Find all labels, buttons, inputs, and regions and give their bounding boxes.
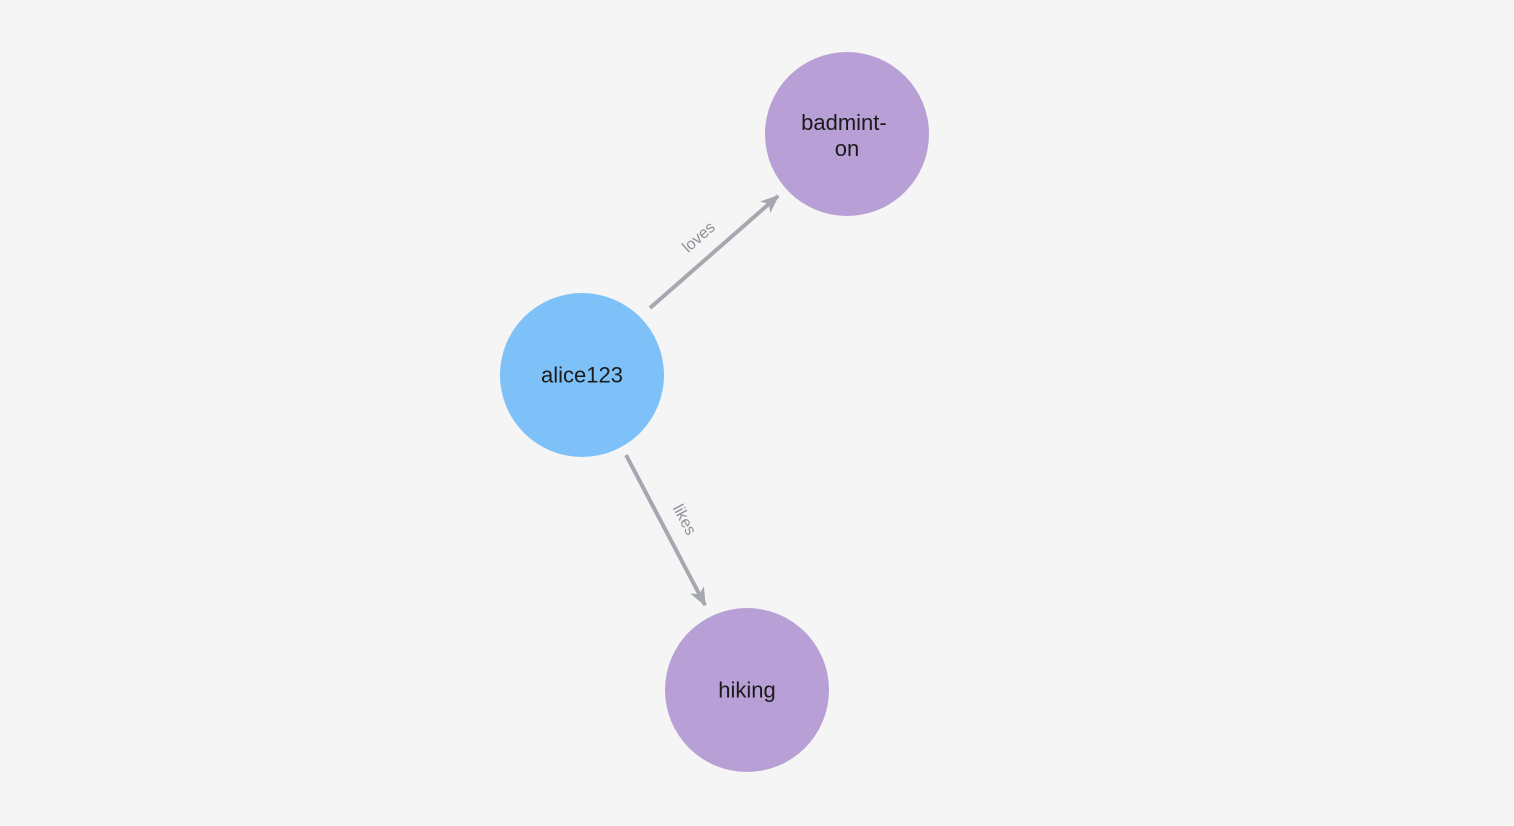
- node-circle-hiking[interactable]: [665, 608, 829, 772]
- node-badminton[interactable]: badmint- on: [765, 52, 929, 216]
- edge-line-loves[interactable]: [648, 194, 780, 310]
- node-hiking[interactable]: hiking: [665, 608, 829, 772]
- node-circle-alice123[interactable]: [500, 293, 664, 457]
- edge-line-likes[interactable]: [624, 454, 707, 607]
- node-alice123[interactable]: alice123: [500, 293, 664, 457]
- node-circle-badminton[interactable]: [765, 52, 929, 216]
